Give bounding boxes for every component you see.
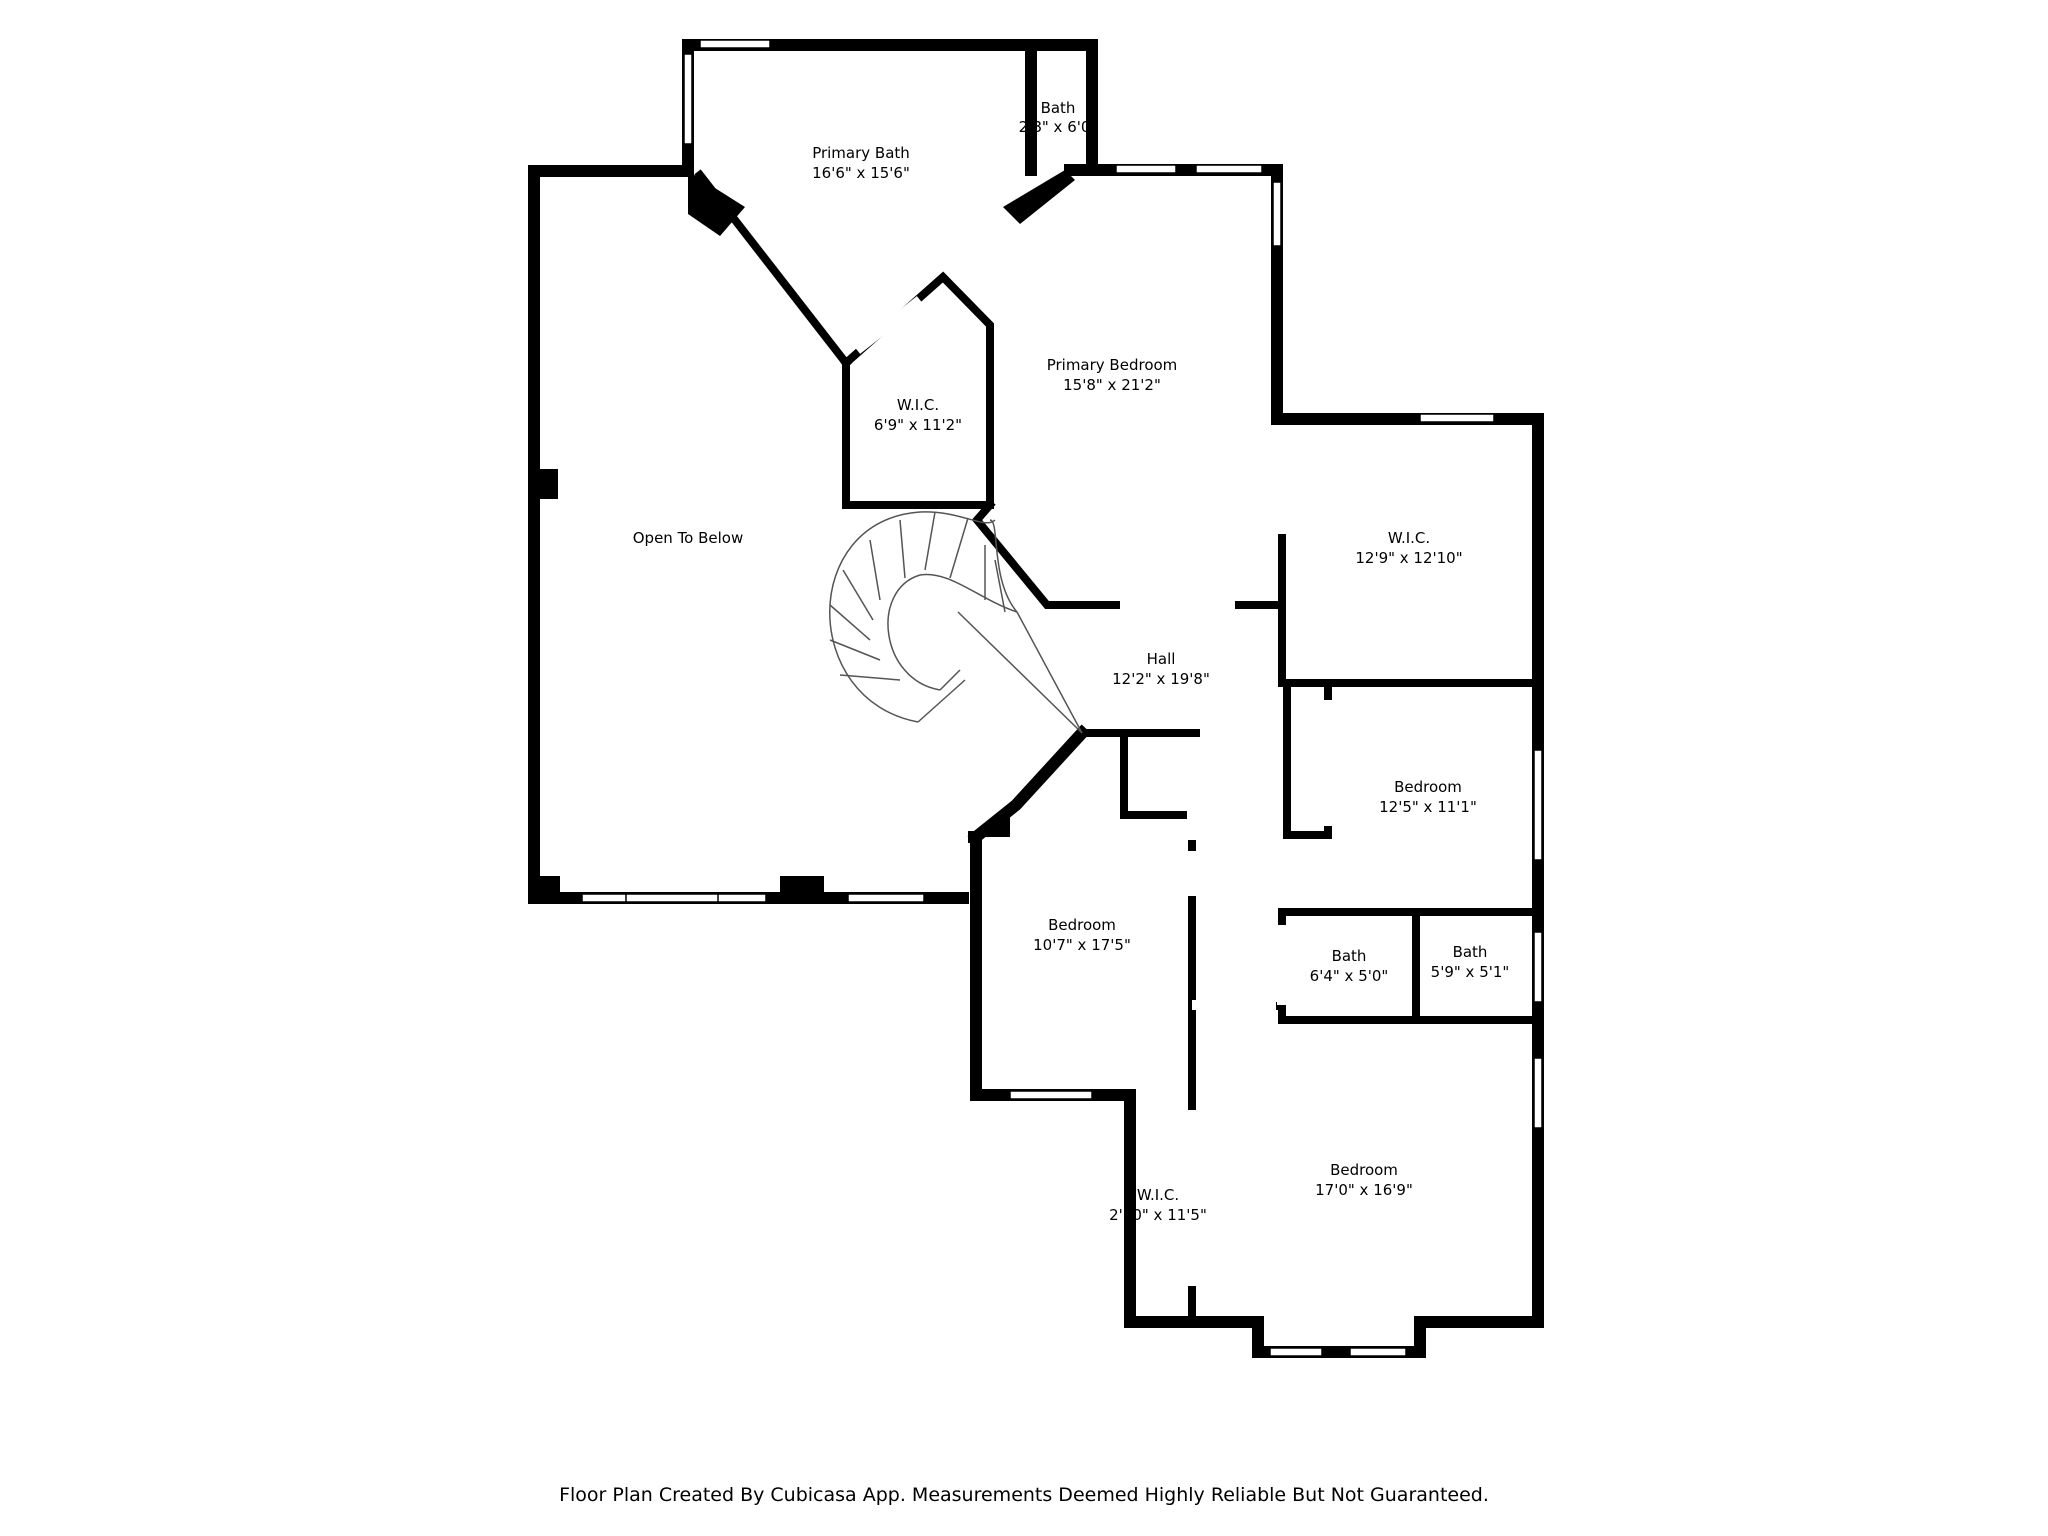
room-dims-bath-a: 6'4" x 5'0" xyxy=(1310,967,1389,985)
staircase xyxy=(829,511,1083,734)
room-name-wic-bottom: W.I.C. xyxy=(1137,1186,1179,1204)
footer-disclaimer: Floor Plan Created By Cubicasa App. Meas… xyxy=(559,1484,1489,1506)
windows xyxy=(581,39,1543,1357)
room-dims-bedroom-left: 10'7" x 17'5" xyxy=(1033,936,1131,954)
exterior-walls xyxy=(528,39,1544,1358)
room-name-primary-bedroom: Primary Bedroom xyxy=(1047,356,1178,374)
room-dims-primary-bedroom: 15'8" x 21'2" xyxy=(1063,376,1161,394)
room-name-wic-primary: W.I.C. xyxy=(897,396,939,414)
room-name-bath-top: Bath xyxy=(1041,99,1076,117)
room-name-bedroom-left: Bedroom xyxy=(1048,916,1116,934)
room-dims-hall: 12'2" x 19'8" xyxy=(1112,670,1210,688)
room-dims-wic-bottom: 2'10" x 11'5" xyxy=(1109,1206,1207,1224)
room-dims-bedroom-right: 12'5" x 11'1" xyxy=(1379,798,1477,816)
room-name-hall: Hall xyxy=(1147,650,1176,668)
room-labels: Primary Bath 16'6" x 15'6" Bath 2'8" x 6… xyxy=(633,99,1510,1224)
room-dims-wic-primary: 6'9" x 11'2" xyxy=(874,416,962,434)
room-name-bath-b: Bath xyxy=(1453,943,1488,961)
room-dims-bedroom-bottom: 17'0" x 16'9" xyxy=(1315,1181,1413,1199)
room-name-bedroom-right: Bedroom xyxy=(1394,778,1462,796)
room-dims-wic-right: 12'9" x 12'10" xyxy=(1355,549,1462,567)
openings xyxy=(853,296,1333,1286)
room-dims-bath-top: 2'8" x 6'0" xyxy=(1019,118,1098,136)
room-name-bath-a: Bath xyxy=(1332,947,1367,965)
room-name-open-to-below: Open To Below xyxy=(633,529,744,547)
room-dims-bath-b: 5'9" x 5'1" xyxy=(1431,963,1510,981)
room-name-primary-bath: Primary Bath xyxy=(812,144,910,162)
interior-walls xyxy=(694,169,1542,1326)
room-dims-primary-bath: 16'6" x 15'6" xyxy=(812,164,910,182)
room-name-bedroom-bottom: Bedroom xyxy=(1330,1161,1398,1179)
wall-chunks xyxy=(534,170,1075,898)
room-name-wic-right: W.I.C. xyxy=(1388,529,1430,547)
